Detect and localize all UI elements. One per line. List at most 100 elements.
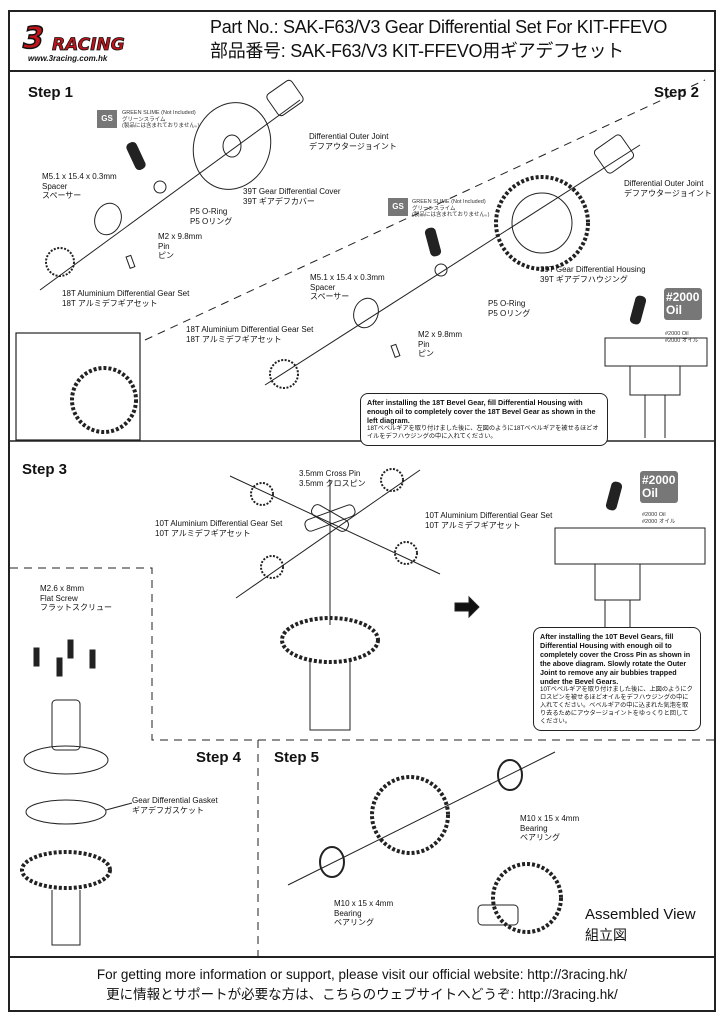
- step3-housing: [280, 616, 380, 664]
- bevel-gear-10t-b: [380, 468, 404, 492]
- bearing-left-part: [319, 846, 345, 878]
- pin-label-2: M2 x 9.8mm Pin ピン: [418, 330, 463, 358]
- assembled-joint: [477, 904, 519, 926]
- bevel-gear-18t-2: [269, 359, 299, 389]
- step3-note-en: After installing the 10T Bevel Gears, fi…: [540, 632, 691, 686]
- gear-left-label: 10T Aluminium Differential Gear Set 10T …: [155, 519, 283, 538]
- bevel-gear-10t-d: [394, 541, 418, 565]
- outer-joint-part: [266, 79, 304, 117]
- outer-joint-part-2: [593, 134, 635, 174]
- pin-label: M2 x 9.8mm Pin ピン: [158, 232, 203, 260]
- page-title-en: Part No.: SAK-F63/V3 Gear Differential S…: [210, 17, 668, 37]
- oil-label: #2000 Oil #2000 オイル: [665, 331, 699, 344]
- gasket-leader: [105, 802, 133, 811]
- logo-mark: 3 RACING: [22, 21, 125, 57]
- spacer-part: [94, 202, 122, 236]
- cover-hub: [222, 134, 242, 158]
- green-slime-tube-icon-2: [424, 227, 442, 257]
- screw-label: M2.6 x 8mm Flat Screw フラットスクリュー: [40, 584, 112, 612]
- gasket-part: [25, 799, 107, 825]
- step1-heading: Step 1: [28, 84, 74, 101]
- gear-right-label: 10T Aluminium Differential Gear Set 10T …: [425, 511, 553, 530]
- oil-label-2: #2000 Oil #2000 オイル: [642, 512, 676, 525]
- step3-note: After installing the 10T Bevel Gears, fi…: [533, 627, 701, 731]
- outer-joint-label-2: Differential Outer Joint デフアウタージョイント: [624, 179, 712, 198]
- oil-badge-2: #2000 Oil: [640, 471, 678, 503]
- step4-cover: [23, 745, 109, 775]
- step3-cutaway-joint: [594, 564, 641, 628]
- bevel-gear-10t-c: [260, 555, 284, 579]
- header: [8, 10, 716, 72]
- outer-joint-label: Differential Outer Joint デフアウタージョイント: [309, 132, 397, 151]
- oring-part: [153, 180, 167, 194]
- arrow-right-icon: [454, 595, 480, 619]
- oil-badge: #2000 Oil: [664, 288, 702, 320]
- gear-set-label-2: 18T Aluminium Differential Gear Set 18T …: [186, 325, 314, 344]
- step3-joint: [309, 660, 351, 731]
- gear-cover-part: [192, 102, 272, 190]
- step4-heading: Step 4: [196, 749, 242, 766]
- inset-housing: [70, 366, 138, 434]
- step2-axis: [264, 144, 641, 386]
- step5-heading: Step 5: [274, 749, 320, 766]
- cutaway-joint: [629, 365, 681, 438]
- step2-note-jp: 18Tベベルギアを取り付けました後に、左図のように18Tベベルギアを被せるほどオ…: [367, 425, 599, 440]
- gs-note-2: GREEN SLIME (Not Included) グリーンスライム (製品に…: [412, 199, 490, 218]
- step1-axis: [39, 99, 301, 291]
- step3-heading: Step 3: [22, 461, 68, 478]
- oil-bottle-icon: [629, 295, 647, 325]
- gs-badge: GS: [97, 110, 117, 128]
- cross-pin-part: [304, 504, 356, 532]
- cross-pin-part-b: [311, 504, 349, 532]
- svg-text:RACING: RACING: [52, 35, 125, 55]
- bearing-right-label: M10 x 15 x 4mm Bearing ベアリング: [520, 814, 580, 842]
- pin-part-2: [390, 343, 401, 358]
- step3-cutaway-housing: [554, 527, 706, 565]
- flat-screws: [33, 639, 96, 677]
- inset-box: [15, 332, 141, 441]
- pin-part: [125, 254, 136, 269]
- gs-note: GREEN SLIME (Not Included) グリーンスライム (製品に…: [122, 110, 200, 129]
- housing-inner: [511, 192, 573, 254]
- spacer-part-2: [353, 297, 379, 329]
- step2-note-en: After installing the 18T Bevel Gear, fil…: [367, 398, 596, 425]
- step4-housing: [20, 850, 112, 890]
- page-title-jp: 部品番号: SAK-F63/V3 KIT-FFEVO用ギアデフセット: [210, 41, 624, 61]
- spacer-label-2: M5.1 x 15.4 x 0.3mm Spacer スペーサー: [310, 273, 385, 301]
- cover-label: 39T Gear Differential Cover 39T ギアデフカバー: [243, 187, 341, 206]
- green-slime-tube-icon: [126, 142, 146, 170]
- bearing-left-label: M10 x 15 x 4mm Bearing ベアリング: [334, 899, 394, 927]
- step5-axis: [287, 751, 556, 886]
- logo-url: www.3racing.com.hk: [28, 54, 108, 63]
- housing-label: 39T Gear Differential Housing 39T ギアデフハウ…: [540, 265, 646, 284]
- footer: For getting more information or support,…: [8, 956, 716, 1012]
- step3-note-jp: 10Tベベルギアを取り付けました後に、上図のようにクロスピンを被せるほどオイルを…: [540, 686, 693, 725]
- gasket-label: Gear Differential Gasket ギアデフガスケット: [132, 796, 218, 815]
- step4-joint: [51, 699, 81, 751]
- page-frame: [8, 10, 716, 1012]
- divider-step3-step4: [10, 567, 716, 741]
- oring-part-2: [434, 263, 448, 277]
- bevel-gear-18t: [45, 247, 75, 277]
- footer-en: For getting more information or support,…: [96, 967, 628, 982]
- assembled-view-label: Assembled View: [585, 906, 696, 923]
- footer-jp: 更に情報とサポートが必要な方は、こちらのウェブサイトへどうぞ: http://3…: [106, 987, 618, 1002]
- step2-heading: Step 2: [654, 84, 700, 101]
- bearing-right-part: [497, 759, 523, 791]
- logo: 3 RACING www.3racing.com.hk: [22, 14, 182, 68]
- gs-badge-2: GS: [388, 198, 408, 216]
- gear-set-label: 18T Aluminium Differential Gear Set 18T …: [62, 289, 190, 308]
- divider-step1-step2: [144, 79, 706, 341]
- step5-diff: [370, 775, 450, 855]
- step2-note: After installing the 18T Bevel Gear, fil…: [360, 393, 608, 446]
- oring-label: P5 O-Ring P5 Oリング: [190, 207, 233, 226]
- oring-label-2: P5 O-Ring P5 Oリング: [488, 299, 531, 318]
- step4-lower-joint: [51, 890, 81, 946]
- gear-housing-part: [494, 175, 590, 271]
- assembled-view-label-jp: 組立図: [585, 927, 627, 943]
- spacer-label: M5.1 x 15.4 x 0.3mm Spacer スペーサー: [42, 172, 117, 200]
- cross-pin-label: 3.5mm Cross Pin 3.5mm クロスピン: [299, 469, 366, 488]
- oil-bottle-icon-2: [605, 481, 623, 511]
- crosspin-axis-a: [229, 475, 441, 575]
